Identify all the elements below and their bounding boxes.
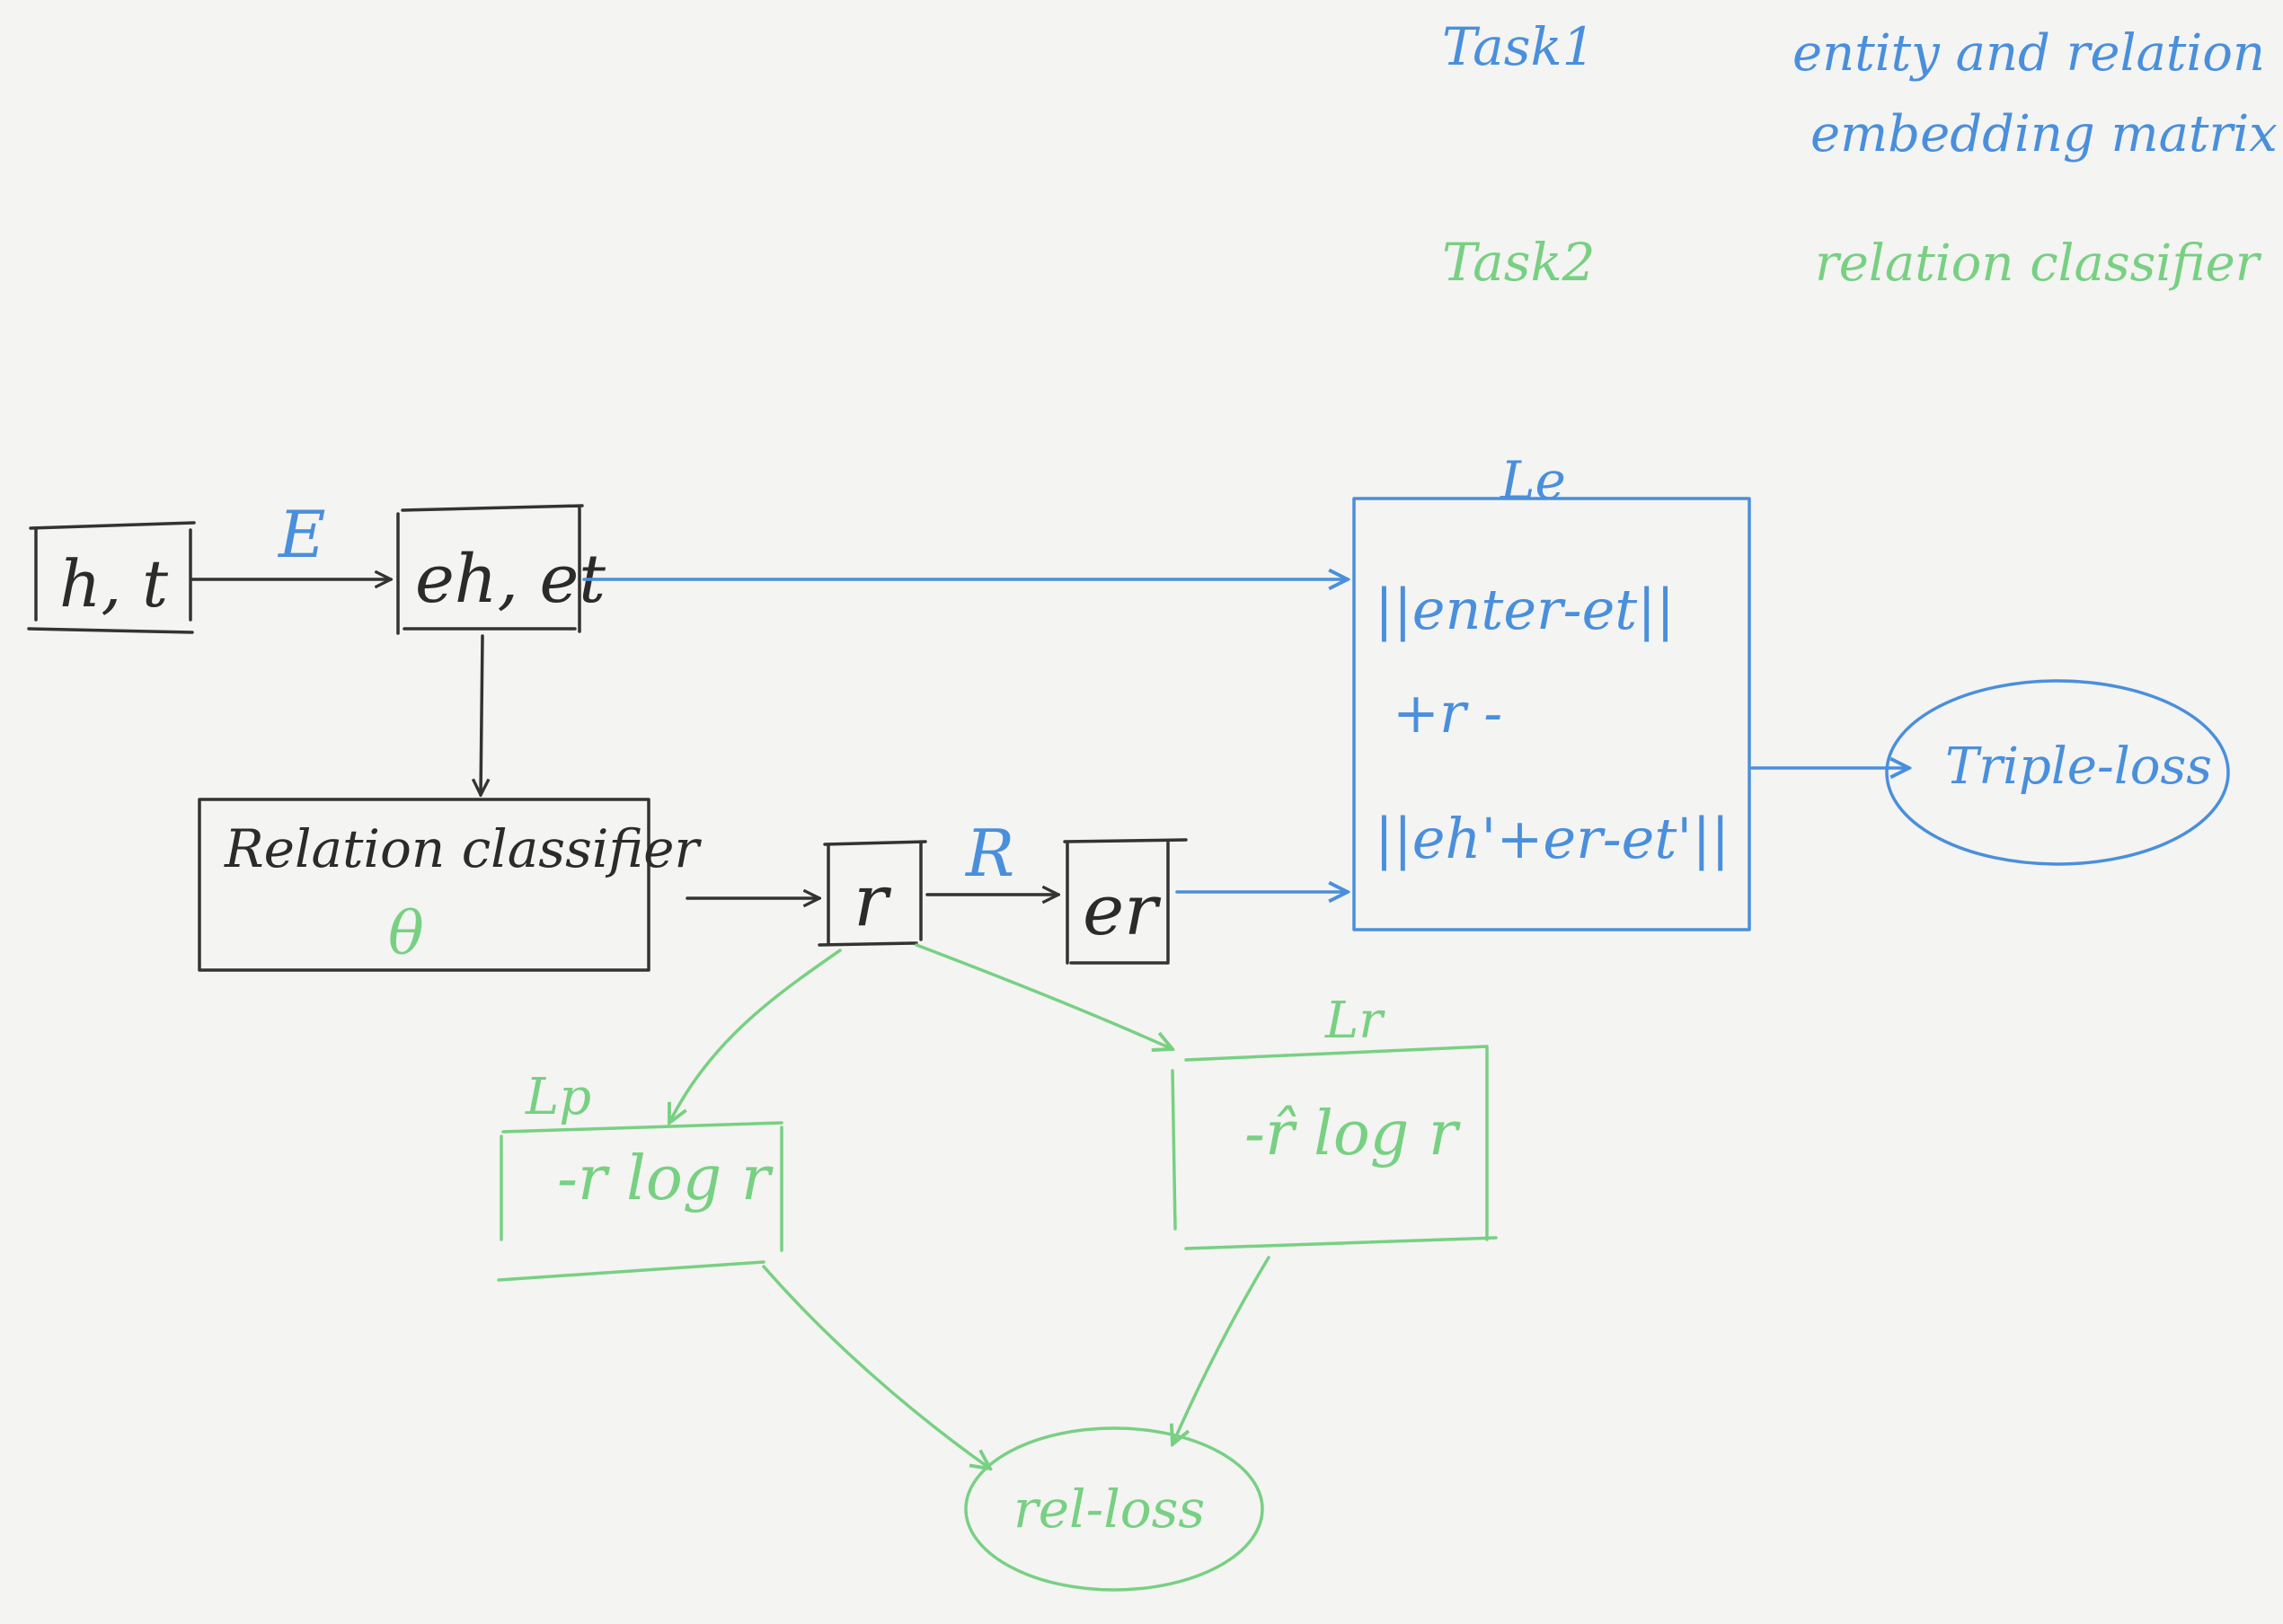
legend-task1-label: Task1 — [1442, 16, 1596, 77]
lr-title: Lr — [1324, 992, 1385, 1050]
classifier-param: θ — [388, 899, 424, 968]
edge-lp-to-rel-loss — [762, 1265, 990, 1469]
lp-title: Lp — [525, 1068, 591, 1126]
lr-formula: -r̂ log r — [1244, 1099, 1461, 1169]
legend-task1-desc-line1: entity and relation — [1792, 24, 2265, 83]
relation-classifier-node: Relation classifier θ — [198, 798, 702, 972]
triple-loss-label: Triple-loss — [1945, 737, 2212, 796]
edge-label-E: E — [277, 497, 326, 572]
le-line3: ||eh'+er-et'|| — [1375, 806, 1730, 871]
relation-embedding-label: er — [1083, 870, 1162, 951]
le-box: Le ||enter-et|| +r - ||eh'+er-et'|| — [1352, 450, 1751, 931]
triple-loss-node: Triple-loss — [1885, 679, 2230, 866]
legend: Task1 entity and relation embedding matr… — [1442, 16, 2278, 293]
embeddings-label: eh, et — [415, 541, 606, 618]
edge-r-to-lr — [915, 943, 1172, 1049]
legend-task2-label: Task2 — [1442, 232, 1596, 293]
legend-task1-desc-line2: embedding matrix — [1810, 105, 2278, 163]
classifier-title: Relation classifier — [224, 818, 702, 879]
edge-embeddings-to-classifier — [481, 634, 482, 795]
legend-task2-desc: relation classifier — [1815, 234, 2262, 293]
rel-loss-label: rel-loss — [1013, 1478, 1205, 1540]
lr-box: Lr -r̂ log r — [1171, 992, 1498, 1250]
le-line2: +r - — [1393, 680, 1502, 746]
lp-formula: -r log r — [557, 1143, 774, 1214]
embeddings-node: eh, et — [396, 504, 606, 635]
lp-box: Lp -r log r — [497, 1068, 783, 1282]
relation-embedding-node: er — [1063, 838, 1188, 965]
input-label: h, t — [59, 546, 169, 622]
relation-label: r — [854, 859, 892, 942]
edge-r-to-lp — [669, 949, 842, 1123]
le-line1: ||enter-et|| — [1375, 577, 1675, 642]
rel-loss-node: rel-loss — [964, 1426, 1264, 1592]
input-node: h, t — [27, 521, 196, 634]
le-title: Le — [1500, 450, 1566, 511]
edge-lr-to-rel-loss — [1172, 1256, 1270, 1444]
relation-node: r — [818, 840, 927, 947]
edge-label-R: R — [964, 816, 1014, 891]
